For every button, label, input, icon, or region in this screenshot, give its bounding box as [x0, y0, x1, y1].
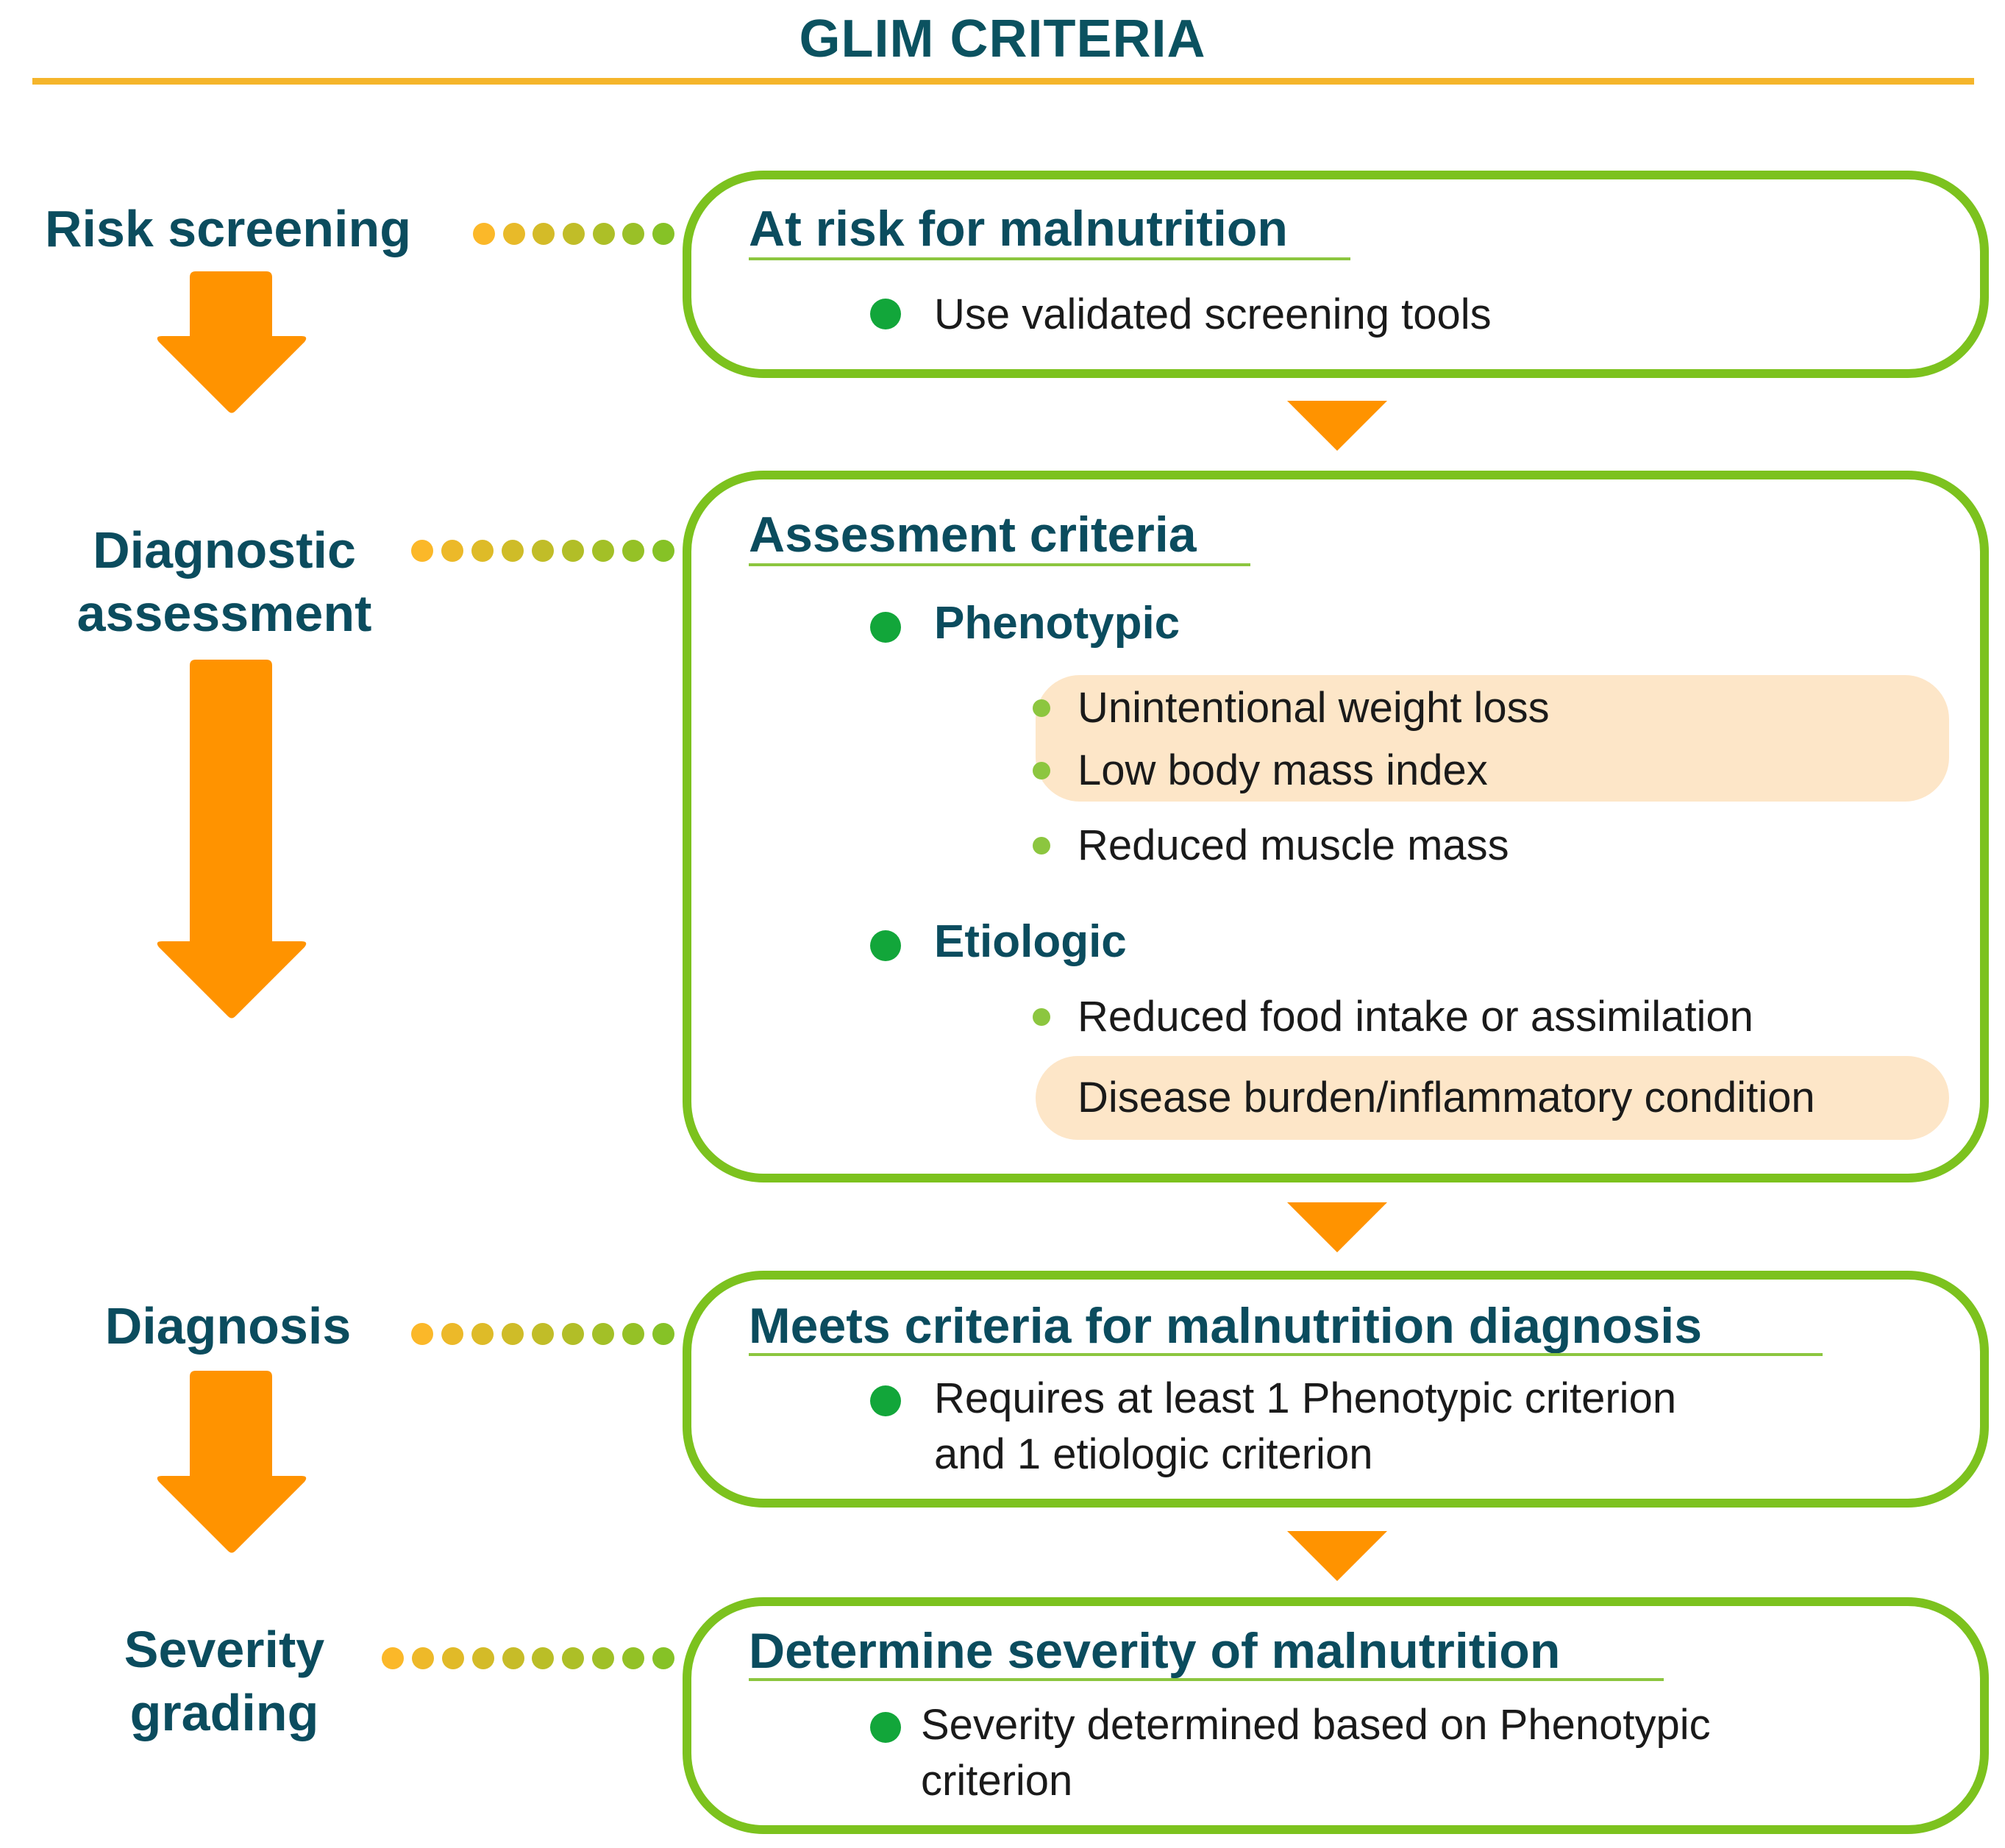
severity-box-title-underline: [749, 1678, 1664, 1681]
connector-dot: [622, 1647, 645, 1669]
step-label-risk-screening: Risk screening: [45, 200, 411, 257]
phenotypic-item: Low body mass index: [1078, 746, 1488, 794]
phenotypic-heading: Phenotypic: [934, 598, 1180, 649]
connector-dot: [382, 1647, 404, 1669]
connector-dot: [592, 223, 615, 245]
connector-dot: [441, 1323, 463, 1345]
triangle-down-icon: [1287, 401, 1387, 451]
risk-box: [683, 171, 1989, 378]
triangle-down-icon: [1287, 1202, 1387, 1252]
severity-box-title: Determine severity of malnutrition: [749, 1623, 1561, 1679]
connector-dot: [592, 540, 614, 562]
step-label-severity-grading: Severity grading: [124, 1621, 325, 1741]
connector-dot: [592, 1647, 615, 1669]
down-arrow-icon: [157, 1371, 307, 1553]
bullet-icon: [1033, 837, 1050, 855]
connector-dot: [562, 540, 584, 562]
etiologic-item: Reduced food intake or assimilation: [1078, 993, 1753, 1041]
assessment-box-title-underline: [749, 563, 1250, 566]
etiologic-heading: Etiologic: [934, 916, 1127, 967]
risk-box-title: At risk for malnutrition: [749, 201, 1288, 257]
connector-dot: [502, 540, 524, 562]
phenotypic-item: Reduced muscle mass: [1078, 821, 1509, 869]
connector-dot: [652, 1647, 674, 1669]
connector-dot: [532, 1323, 554, 1345]
connector-dot: [441, 540, 463, 562]
connector-dot: [532, 540, 554, 562]
connector-dot: [622, 540, 644, 562]
connector-dot: [471, 1647, 494, 1669]
highlight-band: [1036, 675, 1949, 802]
bullet-icon: [870, 1385, 901, 1416]
bullet-icon: [870, 612, 901, 643]
connector-dot: [502, 223, 525, 245]
connector-dot: [562, 1323, 584, 1345]
diagnosis-box: [683, 1271, 1989, 1508]
diagnosis-box-title-underline: [749, 1353, 1823, 1356]
risk-box-title-underline: [749, 257, 1350, 260]
connector-dot: [563, 223, 585, 245]
diagnosis-item: Requires at least 1 Phenotypic criterion…: [934, 1374, 1677, 1478]
bullet-icon: [1033, 762, 1050, 779]
etiologic-item: Disease burden/inflammatory condition: [1078, 1074, 1815, 1121]
down-arrow-icon: [157, 271, 307, 413]
connector-dot: [652, 223, 674, 245]
assessment-box-title: Assesment criteria: [749, 507, 1197, 563]
bullet-icon: [870, 299, 901, 329]
bullet-icon: [1033, 699, 1050, 717]
connector-dot: [592, 1323, 614, 1345]
connector-dot: [411, 540, 433, 562]
connector-dot: [441, 1647, 464, 1669]
title-divider: [32, 78, 1974, 85]
connector-dot: [532, 1647, 555, 1669]
connector-dot: [411, 1323, 433, 1345]
phenotypic-item: Unintentional weight loss: [1078, 684, 1550, 732]
risk-item: Use validated screening tools: [934, 290, 1492, 338]
step-label-diagnostic-assessment: Diagnostic assessment: [76, 521, 372, 642]
down-arrow-icon: [157, 660, 307, 1018]
connector-dot: [562, 1647, 585, 1669]
bullet-icon: [870, 930, 901, 961]
severity-box: [683, 1597, 1989, 1834]
bullet-icon: [870, 1712, 901, 1743]
connector-dot: [533, 223, 555, 245]
severity-item: Severity determined based on Phenotypic …: [921, 1701, 1711, 1805]
connector-dot: [652, 1323, 674, 1345]
step-label-diagnosis: Diagnosis: [104, 1297, 352, 1355]
bullet-icon: [1033, 1008, 1050, 1026]
highlight-band: [1036, 1056, 1949, 1140]
connector-dot: [411, 1647, 434, 1669]
connector-dot: [652, 540, 674, 562]
diagnosis-box-title: Meets criteria for malnutrition diagnosi…: [749, 1298, 1703, 1354]
connector-dot: [622, 1323, 644, 1345]
page-title: GLIM CRITERIA: [799, 10, 1206, 68]
connector-dot: [471, 1323, 494, 1345]
connector-dot: [502, 1647, 524, 1669]
connector-dot: [502, 1323, 524, 1345]
connector-dot: [471, 540, 494, 562]
connector-dot: [473, 223, 495, 245]
connector-dot: [622, 223, 645, 245]
triangle-down-icon: [1287, 1531, 1387, 1581]
